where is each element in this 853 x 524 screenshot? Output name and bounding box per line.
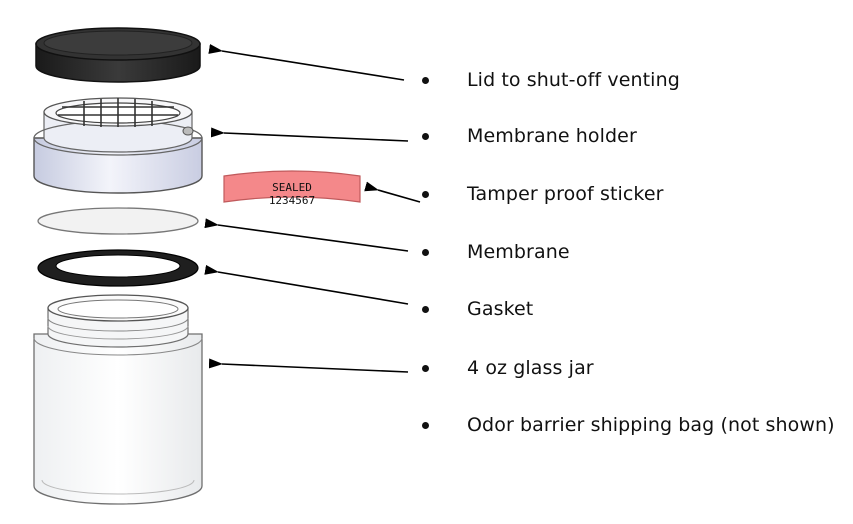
legend-item-membrane-holder: Membrane holder [412,121,637,151]
sticker-line-1: SEALED [272,181,312,194]
bullet-icon [422,364,429,372]
legend-label: Membrane holder [467,125,637,147]
sticker-line-2: 1234567 [269,194,315,207]
glass-jar [33,294,203,505]
bullet-icon [422,132,429,140]
legend-item-sticker: Tamper proof sticker [412,179,664,209]
legend-item-membrane: Membrane [412,237,570,267]
legend-label: Membrane [467,241,570,263]
gasket [37,249,199,287]
legend-label: Tamper proof sticker [467,183,664,205]
membrane-holder [33,97,203,194]
leader-arrows [204,44,421,373]
bullet-icon [422,248,429,256]
legend: Lid to shut-off venting Membrane holder … [412,0,853,524]
legend-item-jar: 4 oz glass jar [412,353,594,383]
legend-label: Odor barrier shipping bag (not shown) [467,414,835,436]
arrow-gasket [204,264,409,305]
arrow-membrane [204,218,409,252]
bullet-icon [422,76,429,84]
membrane [37,207,199,235]
legend-item-shipping-bag: Odor barrier shipping bag (not shown) [412,410,835,440]
legend-label: Gasket [467,298,534,320]
tamper-proof-sticker: SEALED 1234567 [223,170,361,207]
legend-label: Lid to shut-off venting [467,69,680,91]
legend-item-lid: Lid to shut-off venting [412,65,680,95]
arrow-jar [208,358,409,373]
arrow-lid [208,44,405,81]
bullet-icon [422,305,429,313]
legend-item-gasket: Gasket [412,294,533,324]
lid [35,27,201,83]
legend-label: 4 oz glass jar [467,357,594,379]
bullet-icon [422,421,429,429]
bullet-icon [422,190,429,198]
arrow-membrane-holder [210,127,409,142]
arrow-sticker [364,181,421,203]
